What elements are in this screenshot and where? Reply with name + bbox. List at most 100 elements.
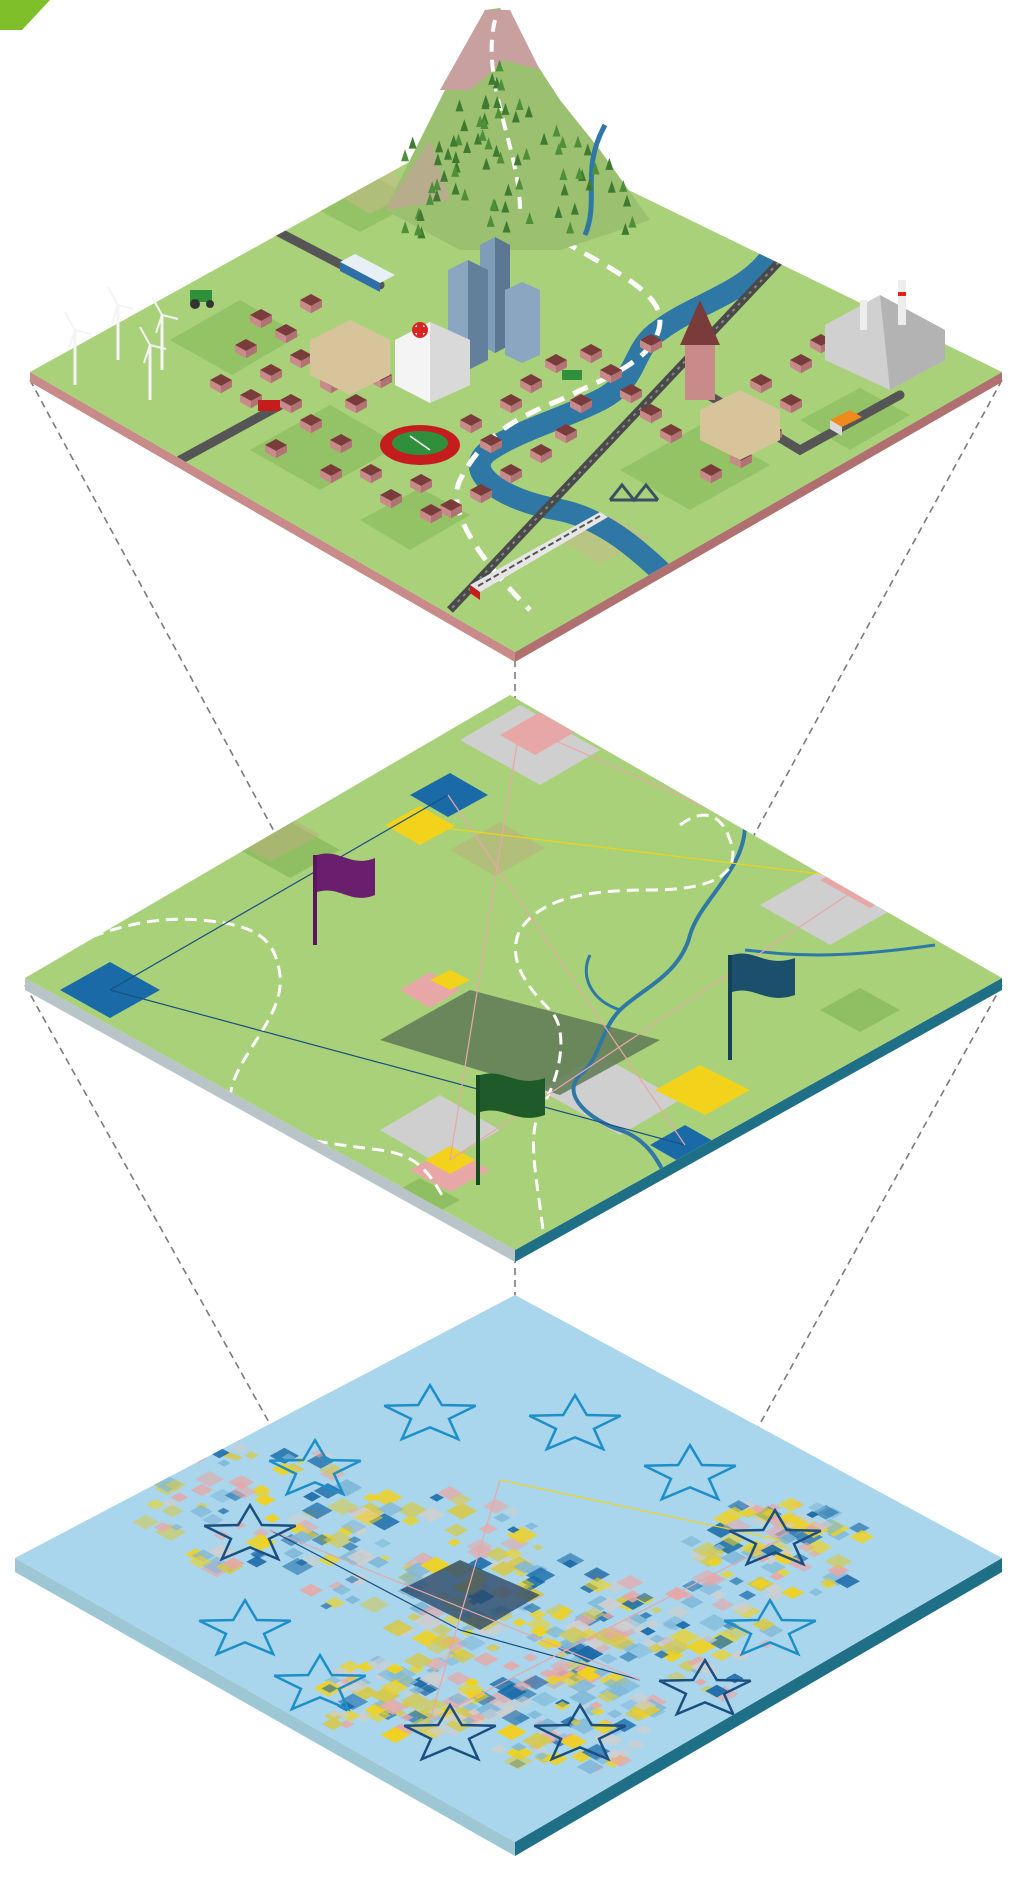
house [290, 348, 312, 369]
mosaic-cell [289, 1530, 315, 1545]
mosaic-cell [576, 1665, 606, 1682]
mosaic-cell [698, 1614, 730, 1632]
mosaic-cell [299, 1583, 324, 1597]
eu-star [383, 1382, 477, 1442]
mosaic-cell [359, 1596, 390, 1613]
mosaic-cell [645, 1620, 660, 1628]
mosaic-cell [812, 1505, 840, 1520]
mosaic-cell [430, 1624, 453, 1636]
mosaic-cell [573, 1613, 597, 1627]
tree [554, 142, 563, 155]
mosaic-cell [446, 1502, 478, 1520]
central-dark-zone [380, 990, 660, 1095]
mosaic-cell [338, 1720, 355, 1729]
mosaic-cell [576, 1759, 604, 1775]
mosaic-cell [581, 1743, 613, 1761]
mosaic-cell [608, 1677, 641, 1695]
wind-turbine [107, 286, 135, 360]
mosaic-cell [254, 1494, 276, 1506]
mosaic-cell [401, 1692, 431, 1709]
mosaic-cell [558, 1626, 589, 1644]
mosaic-cell [763, 1525, 791, 1540]
mosaic-cell [556, 1670, 586, 1687]
mosaic-cell [217, 1507, 230, 1515]
mosaic-cell [437, 1651, 454, 1661]
mosaic-cell [477, 1708, 504, 1723]
house [260, 363, 282, 384]
eu-stars [198, 1382, 822, 1762]
tree [492, 144, 501, 157]
house [520, 373, 542, 394]
house [555, 423, 577, 444]
tree [432, 189, 441, 202]
mosaic-cell [824, 1553, 853, 1570]
tree [570, 202, 579, 215]
mosaic-cell [368, 1513, 401, 1531]
mosaic-cell [385, 1663, 405, 1675]
mosaic-cell [244, 1451, 259, 1460]
city-tile-side-right [515, 372, 1002, 662]
mosaic-cell [493, 1513, 511, 1523]
mosaic-cell [450, 1713, 471, 1726]
mosaic-cell [605, 1749, 623, 1759]
mosaic-cell [344, 1575, 360, 1584]
houses [210, 293, 832, 524]
regional-river [571, 824, 747, 1186]
mosaic-cell [505, 1685, 538, 1703]
mosaic-cell [496, 1723, 527, 1741]
hospital [395, 322, 470, 403]
house [345, 393, 367, 414]
wind-turbines [64, 286, 179, 400]
mosaic-cell [777, 1497, 804, 1512]
mosaic-cell [680, 1595, 704, 1609]
yellow-zones [385, 806, 750, 1174]
house [330, 433, 352, 454]
corner-accent [0, 0, 50, 30]
mosaic-cell [720, 1570, 735, 1579]
mosaic-cell [769, 1572, 785, 1581]
house [440, 498, 462, 519]
house [240, 388, 262, 409]
house [275, 323, 297, 344]
mosaic-cell [456, 1709, 486, 1726]
mosaic-cell [340, 1519, 367, 1534]
tree [504, 183, 513, 196]
tree [621, 222, 630, 235]
house [640, 333, 662, 354]
house [660, 423, 682, 444]
olive-zones [230, 812, 545, 876]
tree [560, 183, 569, 196]
house [480, 433, 502, 454]
mosaic-cell [608, 1753, 633, 1767]
mosaic-cell [189, 1505, 213, 1518]
mosaic-cell [711, 1598, 735, 1612]
mosaic-cell [640, 1627, 656, 1636]
mosaic-cell [503, 1548, 523, 1560]
house [790, 353, 812, 374]
eu-star [643, 1442, 737, 1502]
europe-tile-side-right [515, 1558, 1002, 1856]
mosaic-cell [536, 1729, 564, 1745]
mosaic-cell [808, 1588, 823, 1597]
mosaic-cell [429, 1493, 445, 1502]
city-layer [30, 8, 1002, 662]
tractor [190, 290, 214, 309]
tree [444, 147, 453, 160]
tree [401, 221, 410, 234]
mosaic-cell [457, 1635, 487, 1652]
mosaic-cell [146, 1499, 166, 1510]
wind-turbine [151, 296, 179, 370]
tree [478, 128, 487, 141]
mosaic-cell [170, 1523, 183, 1531]
mosaic-cell [256, 1537, 276, 1548]
house [460, 413, 482, 434]
mosaic-cell [694, 1678, 707, 1686]
mosaic-cell [162, 1498, 179, 1508]
mosaic-cell [222, 1557, 245, 1570]
mosaic-cell [775, 1531, 798, 1545]
mosaic-cell [437, 1485, 463, 1500]
mosaic-cell [730, 1601, 754, 1615]
mosaic-cell [597, 1597, 623, 1612]
tree [428, 181, 437, 194]
